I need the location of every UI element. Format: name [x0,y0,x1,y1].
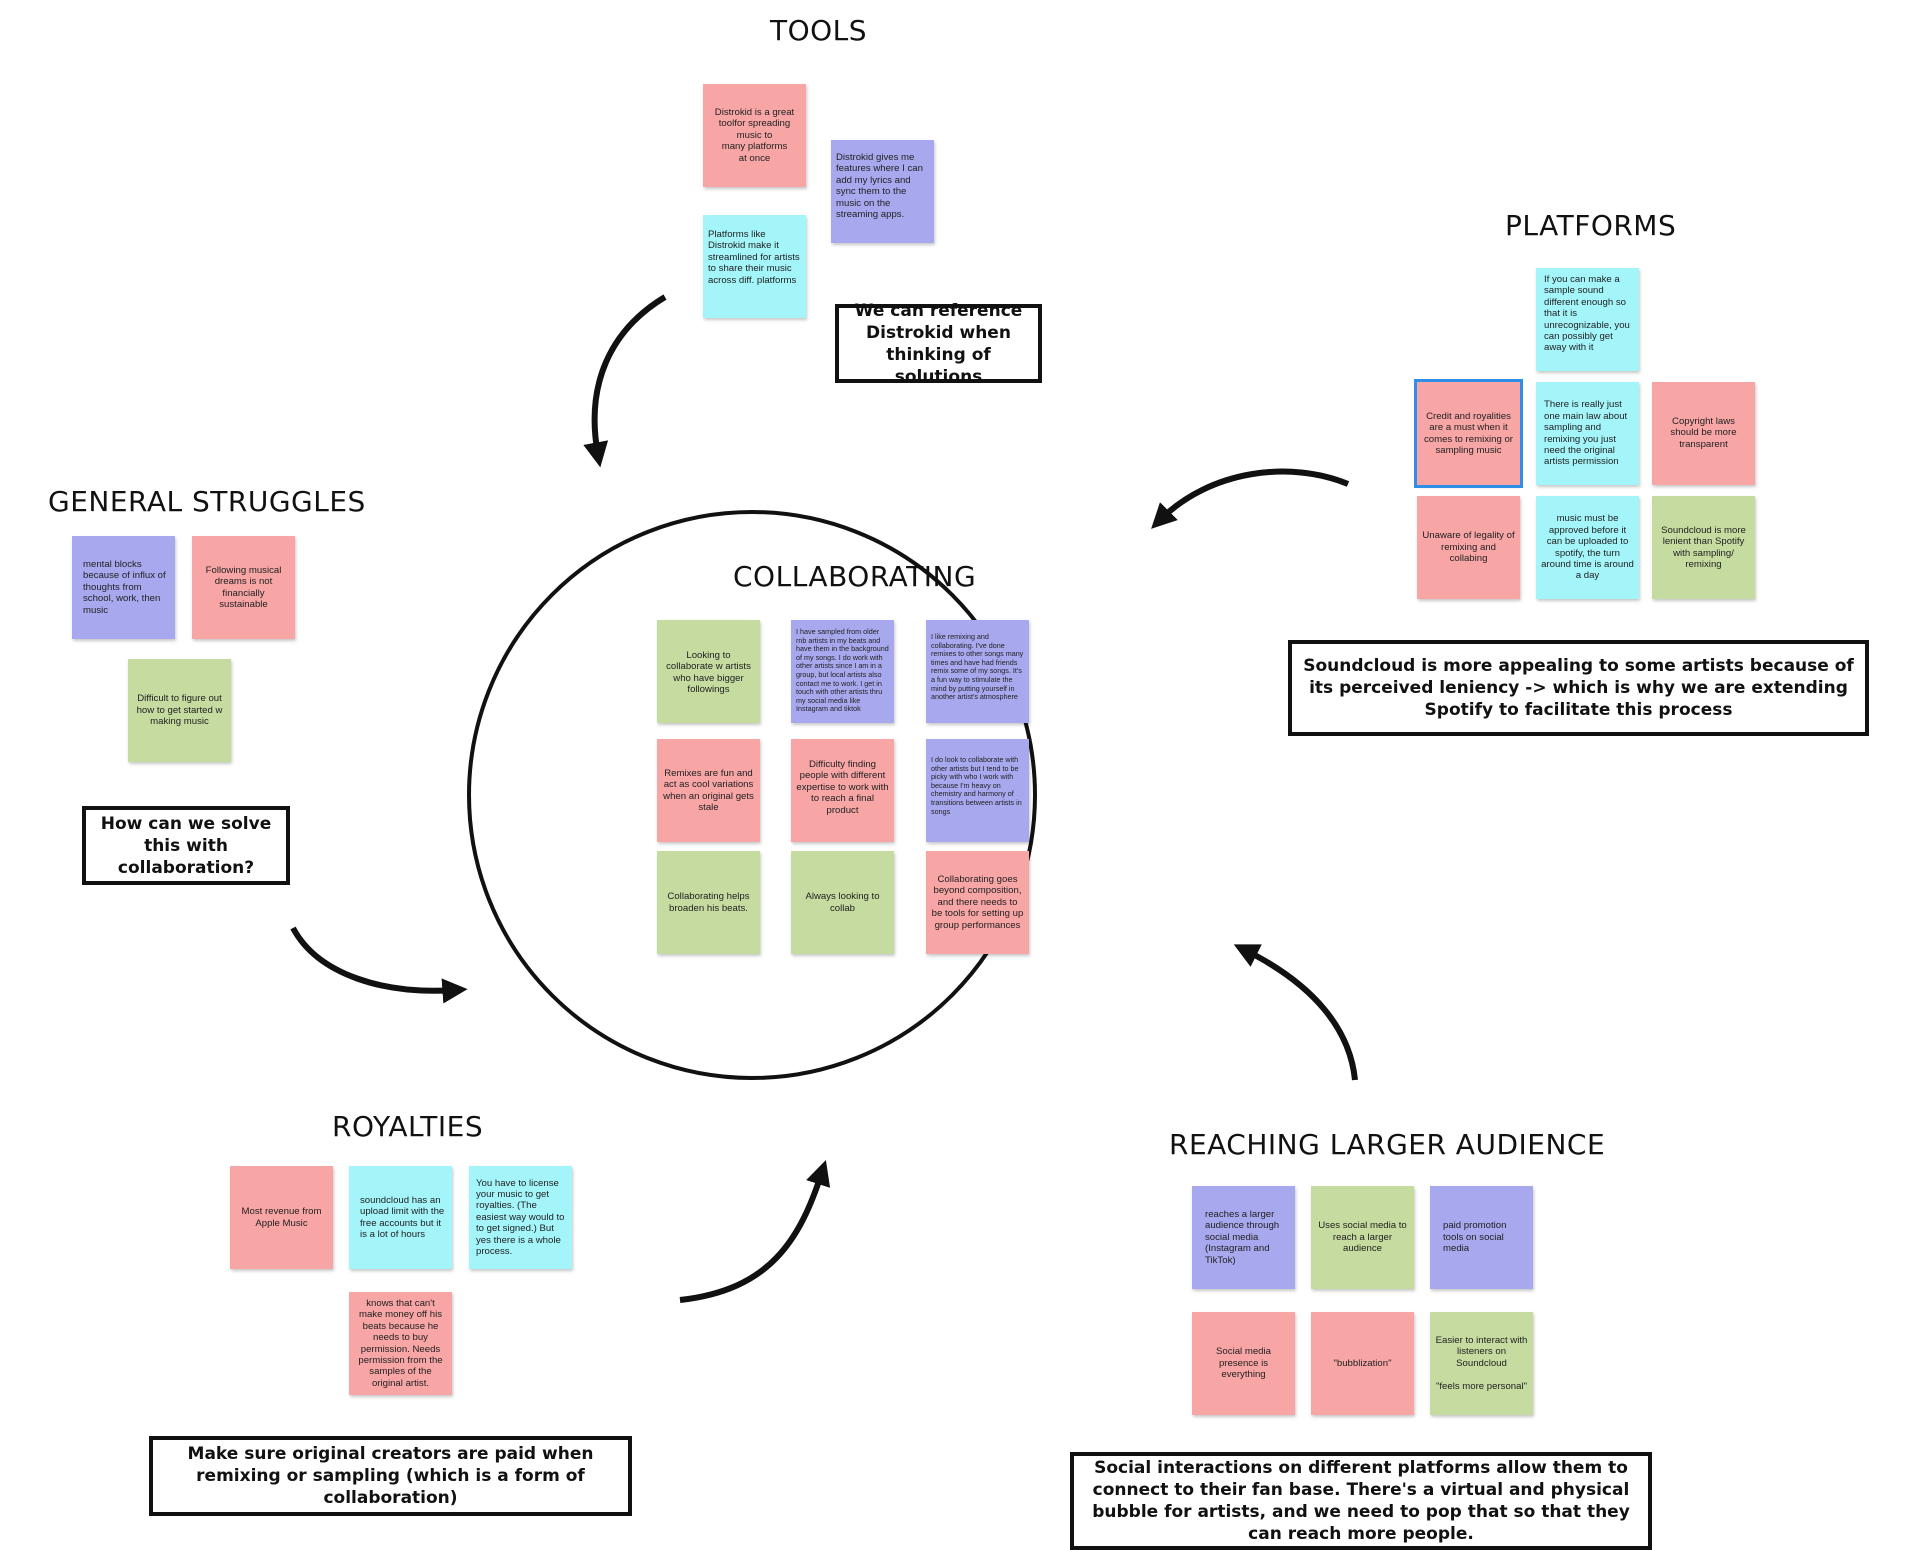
arrow-audience [1233,944,1358,1081]
sticky-note[interactable]: Soundcloud is more lenient than Spotify … [1652,496,1755,599]
sticky-note[interactable]: Collaborating helps broaden his beats. [657,851,760,954]
sticky-note[interactable]: You have to license your music to get ro… [469,1166,572,1269]
platforms-heading: PLATFORMS [1505,209,1677,242]
tools-heading: TOOLS [770,14,868,47]
sticky-note[interactable]: paid promotion tools on social media [1430,1186,1533,1289]
sticky-note[interactable]: Difficulty finding people with different… [791,739,894,842]
sticky-note[interactable]: Always looking to collab [791,851,894,954]
sticky-note-selected[interactable]: Credit and royalities are a must when it… [1414,379,1523,488]
platforms-callout: Soundcloud is more appealing to some art… [1288,640,1869,736]
sticky-note[interactable]: Collaborating goes beyond composition, a… [926,851,1029,954]
sticky-note[interactable]: reaches a larger audience through social… [1192,1186,1295,1289]
sticky-note[interactable]: Looking to collaborate w artists who hav… [657,620,760,723]
sticky-note[interactable]: Platforms like Distrokid make it streaml… [703,215,806,318]
arrow-general [290,926,468,1004]
sticky-note[interactable]: Following musical dreams is not financia… [192,536,295,639]
sticky-note[interactable]: music must be approved before it can be … [1536,496,1639,599]
sticky-note[interactable]: Social media presence is everything [1192,1312,1295,1415]
reaching-audience-heading: REACHING LARGER AUDIENCE [1169,1128,1606,1161]
sticky-note[interactable]: Copyright laws should be more transparen… [1652,382,1755,485]
sticky-note[interactable]: I have sampled from older rnb artists in… [791,620,894,723]
sticky-note[interactable]: I like remixing and collaborating. I've … [926,620,1029,723]
sticky-note[interactable]: Distrokid is a great toolfor spreading m… [703,84,806,187]
reaching-audience-callout: Social interactions on different platfor… [1070,1452,1652,1550]
sticky-note[interactable]: If you can make a sample sound different… [1536,268,1639,371]
collaborating-heading: COLLABORATING [733,560,977,593]
collaborating-circle [467,510,1037,1080]
royalties-heading: ROYALTIES [332,1110,484,1143]
arrow-royalties [679,1160,831,1303]
sticky-note[interactable]: Easier to interact with listeners on Sou… [1430,1312,1533,1415]
sticky-note[interactable]: I do look to collaborate with other arti… [926,739,1029,842]
sticky-note[interactable]: soundcloud has an upload limit with the … [349,1166,452,1269]
general-struggles-heading: GENERAL STRUGGLES [48,485,366,518]
sticky-note[interactable]: mental blocks because of influx of thoug… [72,536,175,639]
general-struggles-callout: How can we solve this with collaboration… [82,806,290,885]
arrow-tools [583,294,667,468]
sticky-note[interactable]: Remixes are fun and act as cool variatio… [657,739,760,842]
tools-callout: We can reference Distrokid when thinking… [835,301,1042,387]
sticky-note[interactable]: Most revenue from Apple Music [230,1166,333,1269]
sticky-note[interactable]: Uses social media to reach a larger audi… [1311,1186,1414,1289]
sticky-note[interactable]: Distrokid gives me features where I can … [831,140,934,243]
sticky-note[interactable]: Unaware of legality of remixing and coll… [1417,496,1520,599]
arrow-platforms [1151,468,1350,529]
sticky-note[interactable]: knows that can't make money off his beat… [349,1292,452,1395]
royalties-callout: Make sure original creators are paid whe… [149,1436,632,1516]
sticky-note[interactable]: There is really just one main law about … [1536,382,1639,485]
sticky-note[interactable]: "bubblization" [1311,1312,1414,1415]
sticky-note[interactable]: Difficult to figure out how to get start… [128,659,231,762]
